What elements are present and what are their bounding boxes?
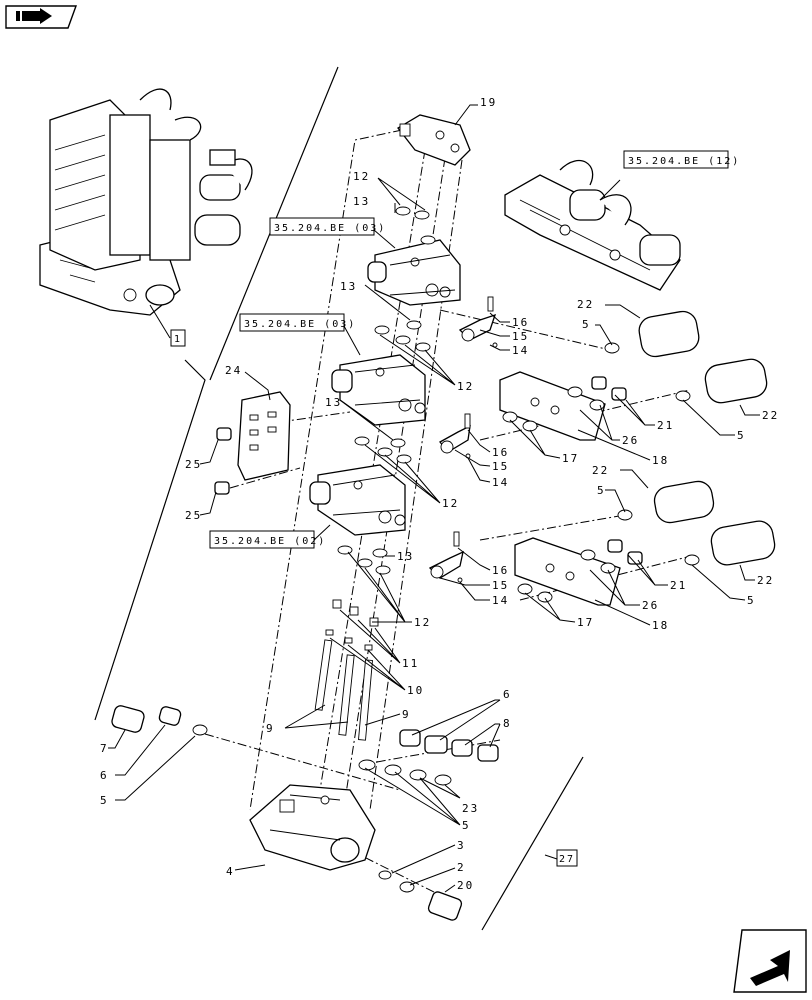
svg-text:35.204.BE (02): 35.204.BE (02) [214, 536, 326, 547]
leader-lines [108, 177, 760, 893]
callout-24: 24 [225, 364, 242, 377]
callout-9: 9 [402, 708, 411, 721]
callout-13: 13 [340, 280, 357, 293]
ref-box-03-upper[interactable]: 35.204.BE (03) [269, 217, 386, 236]
callout-22: 22 [757, 574, 774, 587]
valve-section-2 [331, 354, 426, 426]
callout-5: 5 [462, 819, 471, 832]
callout-23: 23 [462, 802, 479, 815]
ref-box-27[interactable]: 27 [556, 849, 578, 867]
valve-assembly-illustration-right [504, 159, 681, 291]
callout-15: 15 [492, 460, 509, 473]
callout-5: 5 [737, 429, 746, 442]
callout-11: 11 [402, 657, 419, 670]
callout-13: 13 [397, 550, 414, 563]
callout-21: 21 [657, 419, 674, 432]
callout-22: 22 [762, 409, 779, 422]
callout-9: 9 [266, 722, 275, 735]
callout-5: 5 [747, 594, 756, 607]
callout-12: 12 [442, 497, 459, 510]
callout-22: 22 [592, 464, 609, 477]
callout-10: 10 [407, 684, 424, 697]
couplers-and-manifolds [499, 310, 776, 606]
callout-19: 19 [480, 96, 497, 109]
ref-box-12[interactable]: 35.204.BE (12) [623, 150, 740, 169]
callout-6: 6 [503, 688, 512, 701]
lever-group-2 [439, 413, 471, 459]
arrow-right-icon[interactable] [5, 5, 77, 29]
callout-16: 16 [492, 564, 509, 577]
svg-text:35.204.BE (03): 35.204.BE (03) [244, 319, 356, 330]
top-end-plate [397, 114, 471, 166]
valve-section-3 [309, 464, 406, 536]
tie-rods [314, 599, 379, 741]
callout-17: 17 [577, 616, 594, 629]
callout-12: 12 [353, 170, 370, 183]
separator-right [481, 756, 584, 931]
callout-3: 3 [457, 839, 466, 852]
ref-box-03-lower[interactable]: 35.204.BE (03) [239, 313, 356, 332]
arrow-down-left-icon[interactable] [733, 929, 807, 993]
callout-13: 13 [325, 396, 342, 409]
valve-assembly-illustration [39, 88, 253, 316]
callout-14: 14 [492, 476, 509, 489]
valve-section-1 [367, 239, 461, 306]
lever-group-3 [428, 531, 464, 583]
ref-box-1[interactable]: 1 [170, 329, 186, 347]
callout-26: 26 [642, 599, 659, 612]
callout-7: 7 [100, 742, 109, 755]
svg-text:35.204.BE (12): 35.204.BE (12) [628, 156, 740, 167]
callout-5: 5 [597, 484, 606, 497]
callout-13: 13 [353, 195, 370, 208]
lever-group-1 [458, 296, 498, 348]
ref-box-02[interactable]: 35.204.BE (02) [209, 530, 326, 549]
callout-5: 5 [582, 318, 591, 331]
callout-21: 21 [670, 579, 687, 592]
callout-17: 17 [562, 452, 579, 465]
fittings [111, 705, 499, 921]
callout-4: 4 [226, 865, 235, 878]
callout-20: 20 [457, 879, 474, 892]
callout-12: 12 [457, 380, 474, 393]
svg-text:1: 1 [174, 334, 182, 345]
callout-8: 8 [503, 717, 512, 730]
separator-left [94, 359, 206, 721]
callout-labels: 19 12 13 13 16 15 14 12 13 16 15 14 12 1… [100, 96, 779, 892]
callout-12: 12 [414, 616, 431, 629]
svg-text:35.204.BE (03): 35.204.BE (03) [274, 223, 386, 234]
callout-26: 26 [622, 434, 639, 447]
side-plate [214, 391, 291, 495]
callout-18: 18 [652, 619, 669, 632]
callout-14: 14 [492, 594, 509, 607]
callout-16: 16 [512, 316, 529, 329]
callout-25: 25 [185, 509, 202, 522]
o-rings [337, 206, 436, 575]
inlet-body [249, 784, 376, 871]
callout-16: 16 [492, 446, 509, 459]
callout-14: 14 [512, 344, 529, 357]
callout-22: 22 [577, 298, 594, 311]
callout-6: 6 [100, 769, 109, 782]
svg-text:27: 27 [559, 854, 575, 865]
callout-15: 15 [492, 579, 509, 592]
callout-25: 25 [185, 458, 202, 471]
callout-18: 18 [652, 454, 669, 467]
callout-15: 15 [512, 330, 529, 343]
callout-5: 5 [100, 794, 109, 807]
callout-2: 2 [457, 861, 466, 874]
